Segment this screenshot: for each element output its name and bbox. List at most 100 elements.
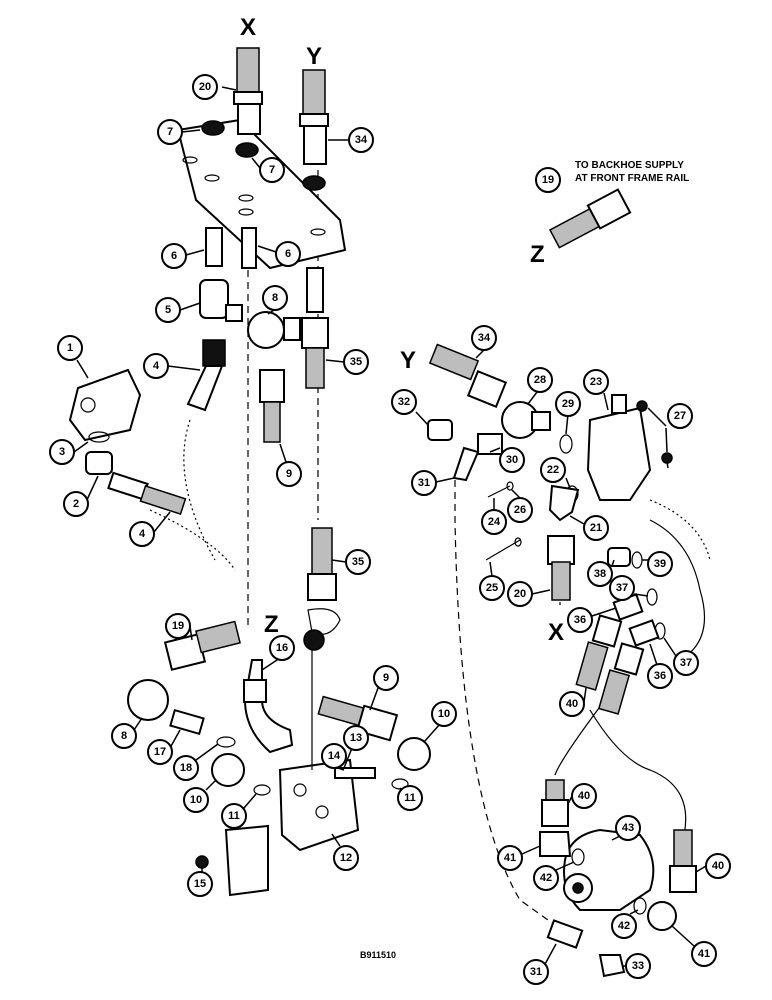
fitting-6-left	[205, 227, 223, 267]
svg-text:16: 16	[276, 642, 288, 654]
callout: 21	[569, 515, 609, 541]
callout-group: 20 7 7 34 19 6 6 5 8 1 4 35 34 28 23 27 …	[49, 74, 731, 985]
pin-13	[334, 767, 376, 779]
svg-text:3: 3	[59, 446, 65, 458]
svg-text:4: 4	[139, 528, 146, 540]
svg-text:34: 34	[478, 332, 491, 344]
callout: 6	[161, 243, 205, 269]
callout: 7	[251, 157, 285, 183]
callout: 36	[647, 643, 673, 689]
hose-40-upper-nut	[591, 614, 623, 648]
valve-body-1	[68, 368, 142, 442]
bolt-25	[485, 539, 521, 561]
fitting-31-upper	[452, 446, 480, 482]
hose-20-right-body	[551, 561, 571, 601]
nut-7-right	[302, 175, 326, 191]
fitting-30	[477, 433, 503, 455]
svg-text:20: 20	[199, 81, 211, 93]
svg-text:8: 8	[121, 730, 127, 742]
svg-text:36: 36	[574, 614, 586, 626]
control-valve-assembly	[427, 343, 706, 715]
callout: 15	[187, 868, 213, 897]
elbow-41-left	[539, 831, 572, 857]
svg-text:19: 19	[542, 174, 554, 186]
callout: 41	[671, 925, 717, 967]
plate-hole	[238, 208, 254, 216]
svg-text:4: 4	[153, 360, 160, 372]
callout: 24	[481, 498, 507, 535]
svg-text:28: 28	[534, 374, 546, 386]
tube-16	[243, 659, 294, 754]
o-ring-39	[631, 551, 643, 569]
callout: 20	[507, 581, 551, 607]
hose-9-upper-body	[263, 401, 281, 443]
svg-text:7: 7	[167, 126, 173, 138]
svg-text:18: 18	[180, 762, 192, 774]
figure-id: B911510	[360, 950, 396, 960]
hose-19-backhoe	[548, 188, 632, 249]
hose-35-upper-body	[305, 347, 325, 389]
callout: 8	[111, 717, 143, 749]
svg-text:38: 38	[594, 568, 606, 580]
tee-5	[199, 279, 229, 319]
callout: 16	[261, 635, 295, 671]
hose-35-lower-nut	[307, 573, 337, 601]
valve-spool	[611, 394, 627, 414]
fitting-6-right	[306, 267, 324, 313]
callout: 39	[642, 551, 673, 577]
hose-line-40	[589, 709, 687, 851]
hose-40-lower-nut	[613, 642, 645, 676]
dotted-line-valve	[649, 499, 711, 561]
fitting-33	[598, 954, 626, 978]
callout: 22	[540, 457, 571, 489]
svg-text:36: 36	[654, 670, 666, 682]
nut-7-left	[201, 120, 225, 136]
hose-20-right-nut	[547, 535, 575, 565]
svg-text:11: 11	[228, 810, 240, 822]
callout: 10	[423, 701, 457, 743]
svg-text:32: 32	[398, 396, 410, 408]
svg-text:37: 37	[680, 657, 692, 669]
callout: 40	[567, 783, 597, 809]
hose-34-right-body	[428, 343, 480, 381]
svg-text:42: 42	[540, 872, 552, 884]
plate-15	[224, 824, 269, 897]
hose-40-pump-left-nut	[541, 799, 569, 827]
callout: 1	[57, 335, 89, 379]
svg-text:39: 39	[654, 558, 666, 570]
hose-4-nut	[202, 339, 226, 367]
callout: 11	[221, 793, 257, 829]
callout: 34	[471, 325, 497, 359]
callout: 5	[155, 297, 201, 323]
svg-text:35: 35	[352, 556, 364, 568]
callout: 28	[527, 367, 553, 405]
elbow-21	[548, 484, 580, 522]
hose-35-lower-body	[311, 527, 333, 577]
o-ring-42-upper	[571, 848, 585, 866]
svg-text:35: 35	[350, 356, 362, 368]
plate-hole	[238, 194, 254, 202]
hose-4-body	[186, 365, 224, 412]
svg-text:9: 9	[383, 672, 389, 684]
svg-text:13: 13	[350, 732, 362, 744]
svg-text:31: 31	[418, 477, 430, 489]
elbow-8-upper	[247, 311, 285, 349]
fitting-31-lower	[546, 919, 584, 949]
svg-text:26: 26	[514, 504, 526, 516]
hose-35-upper-nut	[301, 317, 329, 349]
plug-38	[607, 547, 631, 567]
washer-26-lower	[514, 537, 522, 547]
elbow-8-lower	[127, 679, 169, 721]
control-valve-23	[586, 406, 652, 501]
callout: 27	[647, 403, 693, 453]
svg-text:30: 30	[506, 454, 518, 466]
connection-letters: X Y Z Y X Z	[240, 14, 564, 646]
middle-assembly	[243, 527, 341, 754]
dotted-line-2	[149, 509, 236, 571]
svg-text:24: 24	[488, 516, 501, 528]
svg-text:40: 40	[566, 698, 578, 710]
elbow-28-neck	[531, 411, 551, 431]
o-ring-29	[559, 434, 573, 454]
letter-z-lower: Z	[264, 611, 279, 638]
svg-text:23: 23	[590, 376, 602, 388]
